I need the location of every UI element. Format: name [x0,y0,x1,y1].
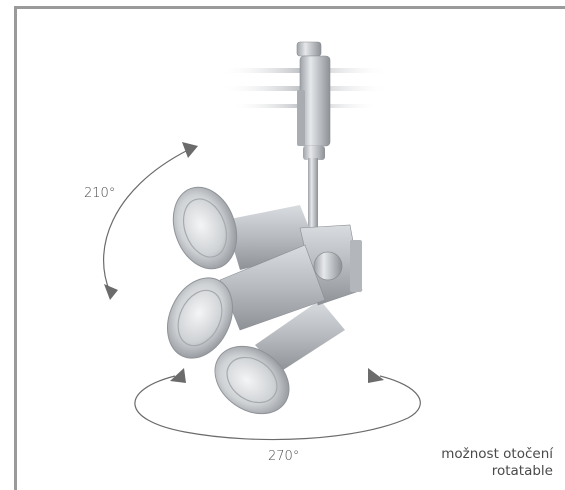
track-adapter [296,41,331,160]
vertical-angle-label: 210° [84,186,116,201]
arrowhead-up-icon [182,142,198,158]
vertical-rotation-arc [103,149,189,293]
rotation-caption: možnost otočení rotatable [441,446,553,480]
lamp-middle [167,244,326,359]
caption-line-czech: možnost otočení [441,446,553,462]
arrowhead-down-icon [104,284,118,300]
horizontal-angle-label: 270° [268,449,300,464]
frame-top-border [14,6,565,9]
arrowhead-right-icon [368,368,384,383]
lamp-lower [214,300,345,415]
arrowhead-left-icon [170,368,186,383]
horizontal-rotation-arc [134,375,421,441]
support-stem [308,158,318,228]
caption-line-english: rotatable [491,463,553,479]
frame-left-border [14,6,17,490]
